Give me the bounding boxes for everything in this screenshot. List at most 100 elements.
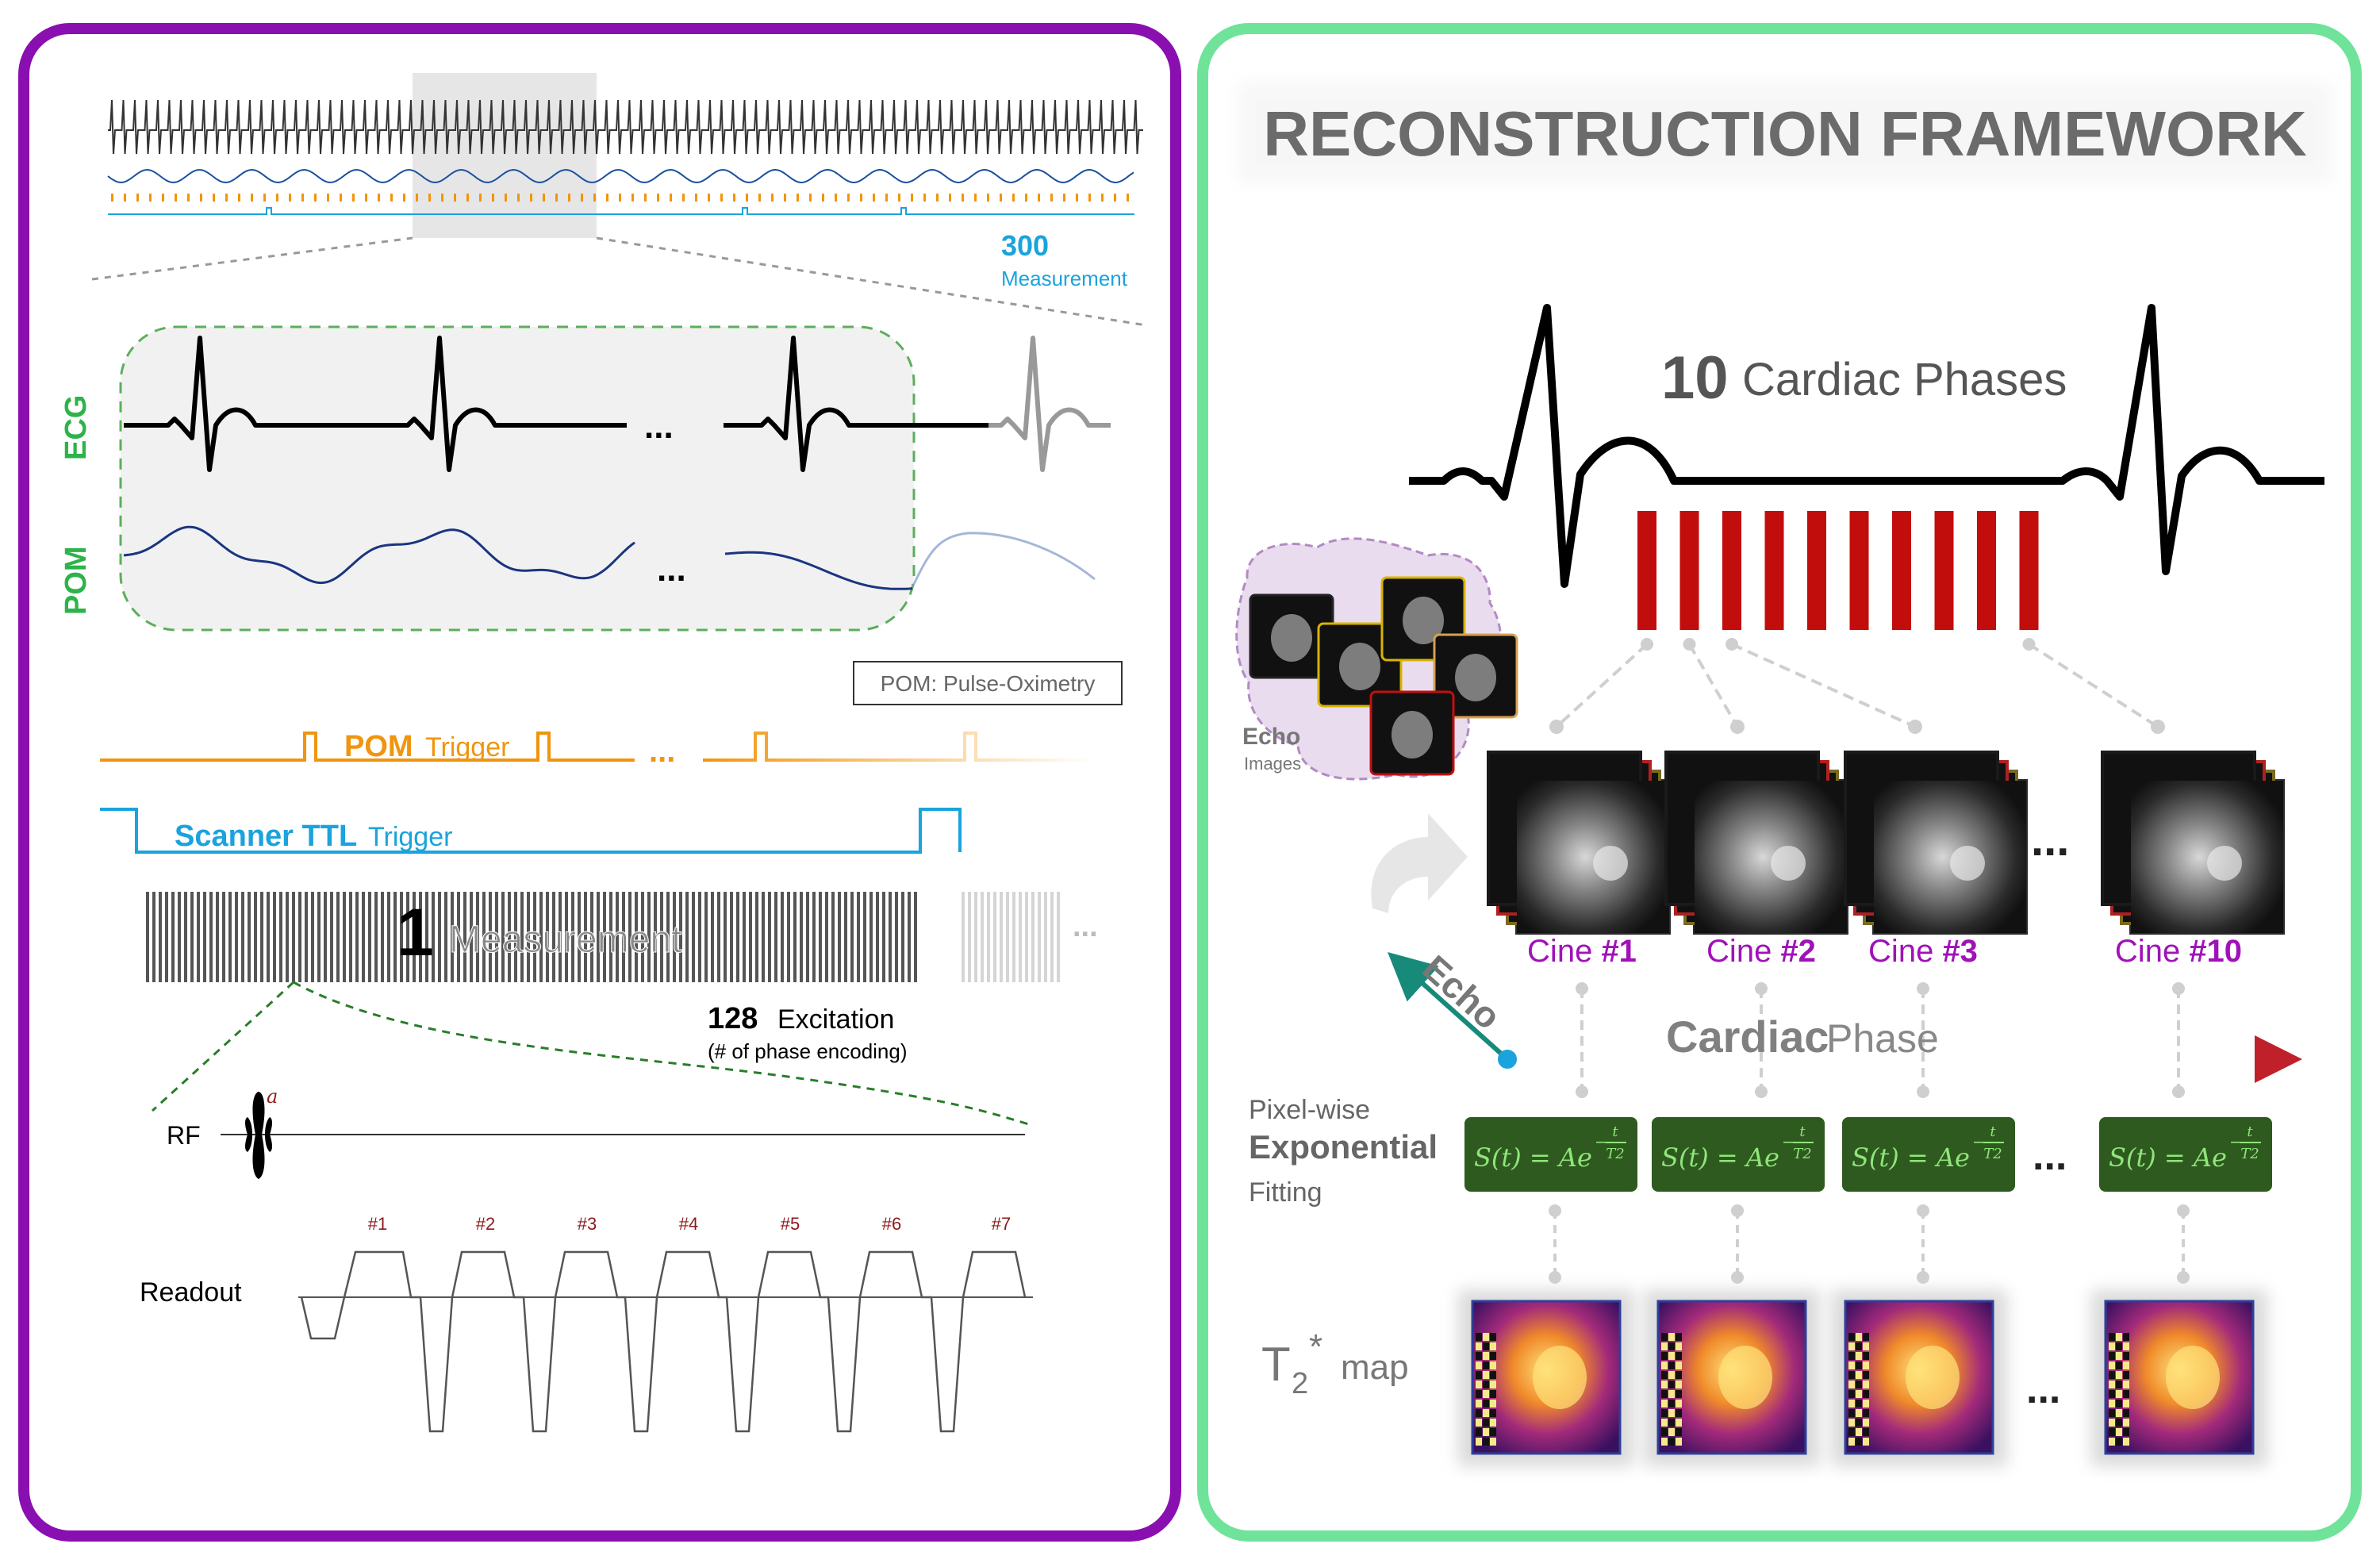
map-noise-block [2109, 1438, 2115, 1446]
measurement-count: 300 [1001, 229, 1049, 262]
excitation-stripe [863, 892, 866, 982]
fit-line2: Exponential [1249, 1128, 1438, 1166]
cine-guide-dot [2151, 720, 2165, 734]
map-noise-block [1476, 1352, 1482, 1360]
excitation-stripe [838, 892, 841, 982]
echo-number-label: #6 [882, 1214, 901, 1234]
map-noise-block [1476, 1419, 1482, 1427]
map-noise-block [1490, 1419, 1496, 1427]
phase-bar [1934, 511, 1954, 630]
zoom-window [413, 73, 597, 238]
map-noise-block [1863, 1419, 1869, 1427]
excitation-stripe [914, 892, 917, 982]
excitation-stripe [432, 892, 435, 982]
overview-pom-tick [1012, 194, 1015, 202]
fit-guide-dot [1731, 1204, 1744, 1217]
excitation-stripe [273, 892, 276, 982]
map-noise-block [1676, 1333, 1682, 1341]
overview-pom-tick [403, 194, 405, 202]
excitation-stripe [774, 892, 777, 982]
map-noise-block [2116, 1419, 2122, 1427]
cine-image [1517, 781, 1669, 933]
ttl-trigger-line [100, 808, 962, 854]
cine-image [2131, 781, 2283, 933]
excitation-stripe [812, 892, 816, 982]
phases-word: Cardiac Phases [1742, 354, 2067, 405]
echo-images-sub: Images [1244, 754, 1301, 774]
map-label-sub: 2 [1292, 1367, 1308, 1400]
excitation-stripe-next [1000, 892, 1003, 982]
excitation-stripe [539, 892, 543, 982]
map-noise-block [2123, 1381, 2129, 1388]
map-noise-block [1848, 1342, 1855, 1350]
fit-guide-dot [1549, 1271, 1561, 1284]
overview-pom-tick [1088, 194, 1091, 202]
excitation-stripe [806, 892, 809, 982]
excitation-stripe [368, 892, 371, 982]
excitation-stripe [514, 892, 517, 982]
excitation-stripe [209, 892, 213, 982]
excitation-note: (# of phase encoding) [708, 1039, 908, 1063]
map-noise-block [1476, 1361, 1482, 1369]
cine-guide-dot [2172, 982, 2185, 995]
excitation-stripe [451, 892, 454, 982]
phase-bar [1764, 511, 1784, 630]
map-noise-block [1483, 1342, 1489, 1350]
map-noise-block [1848, 1419, 1855, 1427]
map-noise-block [1661, 1428, 1668, 1436]
map-noise-block [1856, 1361, 1862, 1369]
echo-thumbnail-heart [1392, 711, 1433, 758]
overview-pom-tick [720, 194, 723, 202]
excitation-stripe [704, 892, 708, 982]
map-noise-block [1676, 1400, 1682, 1407]
map-noise-block [1863, 1438, 1869, 1446]
map-noise-block [1668, 1428, 1675, 1436]
map-noise-block [1483, 1371, 1489, 1379]
map-noise-block [1476, 1371, 1482, 1379]
overview-pom-tick [365, 194, 367, 202]
map-noise-block [1661, 1419, 1668, 1427]
overview-pom-tick [936, 194, 939, 202]
excitation-stripe [787, 892, 790, 982]
map-noise-block [1856, 1400, 1862, 1407]
phase-axis-bold: Cardiac [1666, 1012, 1829, 1062]
excitation-stripe [857, 892, 860, 982]
phase-bar [1849, 511, 1869, 630]
excitation-stripe-next [962, 892, 965, 982]
excitation-stripe [419, 892, 422, 982]
excitation-stripe [374, 892, 378, 982]
excitation-stripe [146, 892, 149, 982]
map-noise-block [2109, 1361, 2115, 1369]
excitation-stripe [305, 892, 308, 982]
overview-pom-tick [340, 194, 342, 202]
excitation-stripe [666, 892, 670, 982]
overview-pom-tick [822, 194, 824, 202]
phase-bar [1679, 511, 1699, 630]
excitation-stripe [520, 892, 524, 982]
echo-number-label: #4 [679, 1214, 698, 1234]
cardiac-phase-bars [1637, 511, 2039, 630]
fit-guide-dot [1731, 1271, 1744, 1284]
overview-pom-tick [758, 194, 761, 202]
excitation-stripe [908, 892, 911, 982]
phase-bar [1722, 511, 1741, 630]
overview-pom-tick [784, 194, 786, 202]
map-noise-block [1863, 1352, 1869, 1360]
map-noise-block [1661, 1400, 1668, 1407]
excitation-stripe [609, 892, 612, 982]
overview-pom-tick [428, 194, 431, 202]
map-noise-block [2109, 1381, 2115, 1388]
zoom-pom-faded-trace [911, 532, 1096, 588]
map-noise-block [1676, 1409, 1682, 1417]
map-noise-block [1483, 1419, 1489, 1427]
formula-exponent-den: T2 [1606, 1146, 1624, 1162]
excitation-stripe [730, 892, 733, 982]
cine-label: Cine #1 [1527, 934, 1637, 969]
excitation-stripe [800, 892, 803, 982]
echo-number-labels: #1#2#3#4#5#6#7 [368, 1214, 1011, 1234]
excitation-stripe [330, 892, 333, 982]
excitation-stripe [362, 892, 365, 982]
excitation-stripe [178, 892, 181, 982]
excitation-stripe-next [974, 892, 977, 982]
map-noise-block [1668, 1371, 1675, 1379]
